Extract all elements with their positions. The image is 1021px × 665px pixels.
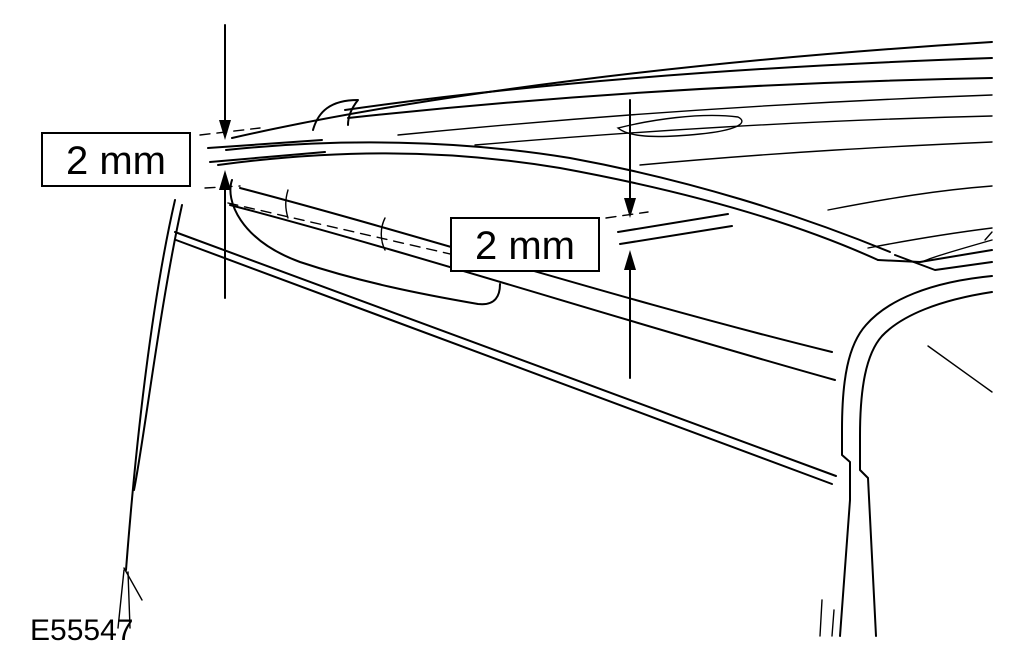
rear-pillar xyxy=(819,275,993,637)
arrow-down-icon xyxy=(219,120,231,140)
arrow-up-icon xyxy=(624,250,636,270)
figure-reference: E55547 xyxy=(30,614,133,647)
callout-left-label: 2 mm xyxy=(66,139,166,183)
callout-right-label: 2 mm xyxy=(475,224,575,268)
right-gap-measure xyxy=(605,99,733,379)
left-pillar xyxy=(117,199,183,629)
callout-left: 2 mm xyxy=(41,132,191,187)
callout-right: 2 mm xyxy=(450,217,600,272)
roof-edge xyxy=(217,141,993,271)
arrow-down-icon xyxy=(624,198,636,218)
roof-outline xyxy=(231,41,993,249)
left-gap-measure xyxy=(199,24,326,299)
arrow-up-icon xyxy=(219,170,231,190)
